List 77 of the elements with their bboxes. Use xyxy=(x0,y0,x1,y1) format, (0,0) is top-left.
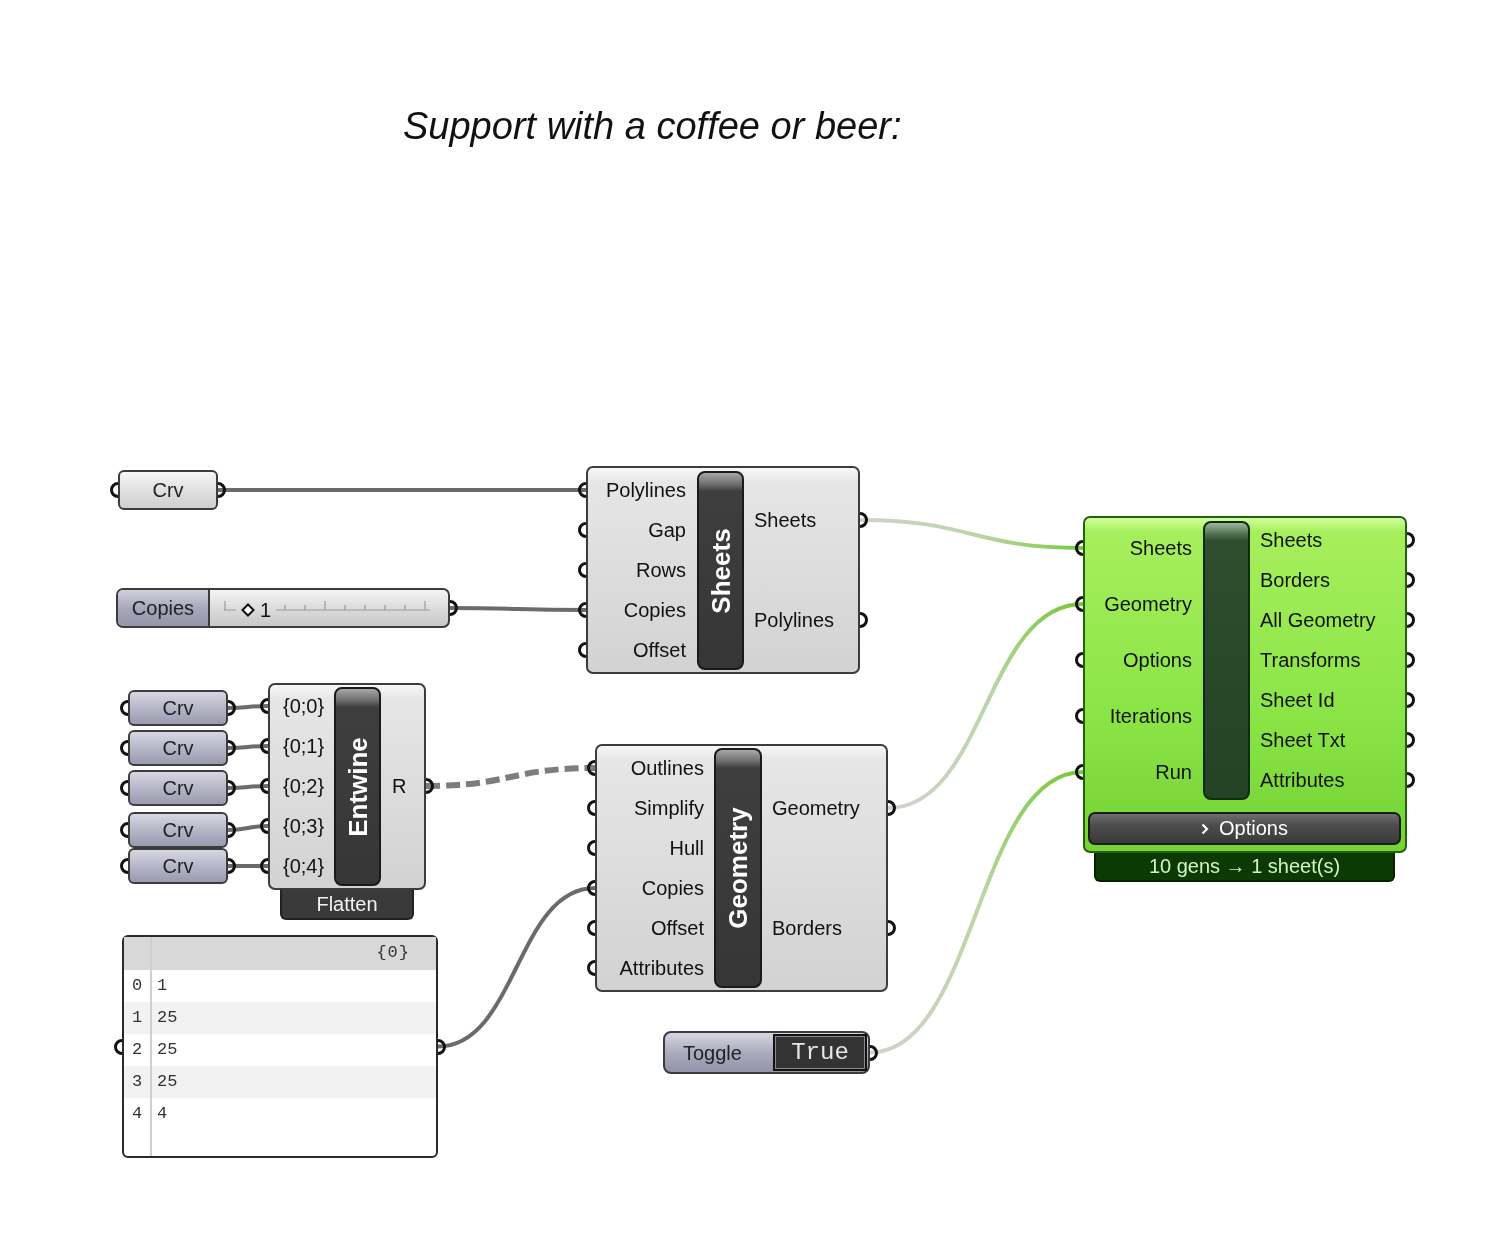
title-bar xyxy=(334,687,381,886)
input-label: {0;2} xyxy=(283,774,325,798)
parameter-name: Crv xyxy=(162,776,194,800)
wire xyxy=(218,488,586,492)
wire xyxy=(227,824,269,832)
title-bar xyxy=(1203,521,1250,800)
toggle-label: Toggle xyxy=(683,1040,742,1065)
input-label: {0;4} xyxy=(283,854,325,878)
list-index: 2 xyxy=(132,1040,143,1060)
wire xyxy=(887,602,1084,810)
parameter-name: Crv xyxy=(162,736,194,760)
parameter-name: Crv xyxy=(162,854,194,878)
output-label: Sheet Id xyxy=(1260,688,1335,712)
list-value: 25 xyxy=(157,1008,178,1028)
list-index: 1 xyxy=(132,1008,143,1028)
list-index: 4 xyxy=(132,1104,143,1124)
input-label: Offset xyxy=(633,638,686,662)
input-label: Options xyxy=(1123,648,1192,672)
output-label: R xyxy=(392,774,407,798)
parameter-name: Crv xyxy=(152,478,184,502)
wire xyxy=(228,704,268,710)
list-value: 25 xyxy=(157,1040,178,1060)
parameter-name: Crv xyxy=(162,696,194,720)
title-bar xyxy=(697,471,744,670)
input-label: Outlines xyxy=(630,756,704,780)
slider-value: 1 xyxy=(260,598,272,622)
list-value: 1 xyxy=(157,976,168,996)
input-label: Gap xyxy=(648,518,686,542)
output-label: Borders xyxy=(772,916,843,940)
component-title: Sheets xyxy=(705,527,736,614)
wire xyxy=(859,518,1084,550)
input-label: Copies xyxy=(623,598,686,622)
wire xyxy=(228,744,268,750)
note-text: Support with a coffee or beer: xyxy=(403,104,902,149)
parameter-name: Crv xyxy=(162,818,194,842)
wire xyxy=(228,864,268,868)
footer-tab: Flatten xyxy=(280,890,414,920)
output-label: All Geometry xyxy=(1260,608,1376,632)
input-label: {0;1} xyxy=(283,734,325,758)
input-label: Sheets xyxy=(1129,536,1192,560)
input-label: Rows xyxy=(636,558,686,582)
branch-path: {0} xyxy=(376,943,410,963)
list-value: 25 xyxy=(157,1072,178,1092)
list-value: 4 xyxy=(157,1104,168,1124)
slider-name: Copies xyxy=(118,590,210,626)
input-label: Run xyxy=(1155,760,1192,784)
wire xyxy=(437,886,596,1049)
component-title: Geometry xyxy=(723,807,753,929)
toggle-value: True xyxy=(773,1034,867,1071)
output-label: Sheets xyxy=(1260,528,1323,552)
input-label: Iterations xyxy=(1109,704,1192,728)
input-label: Offset xyxy=(651,916,704,940)
list-index: 3 xyxy=(132,1072,143,1092)
wire xyxy=(228,784,268,790)
input-label: {0;3} xyxy=(283,814,325,838)
footer-tab: 10 gens → 1 sheet(s) xyxy=(1094,853,1395,882)
wire xyxy=(869,770,1084,1055)
input-label: Geometry xyxy=(1104,592,1192,616)
output-label: Attributes xyxy=(1260,768,1345,792)
input-label: Copies xyxy=(641,876,704,900)
input-label: {0;0} xyxy=(283,694,325,718)
output-label: Sheets xyxy=(754,508,817,532)
wire xyxy=(450,606,586,612)
list-index: 0 xyxy=(132,976,143,996)
component-title: Entwine xyxy=(342,736,373,837)
input-label: Hull xyxy=(669,836,704,860)
output-label: Geometry xyxy=(772,796,860,820)
options-button: Options xyxy=(1088,812,1401,845)
input-label: Simplify xyxy=(634,796,704,820)
output-label: Sheet Txt xyxy=(1260,728,1346,752)
dashed-wire xyxy=(425,765,596,789)
title-bar xyxy=(714,748,762,988)
input-label: Attributes xyxy=(619,956,704,980)
output-label: Borders xyxy=(1260,568,1331,592)
output-label: Polylines xyxy=(754,608,835,632)
output-label: Transforms xyxy=(1260,648,1361,672)
input-label: Polylines xyxy=(605,478,686,502)
